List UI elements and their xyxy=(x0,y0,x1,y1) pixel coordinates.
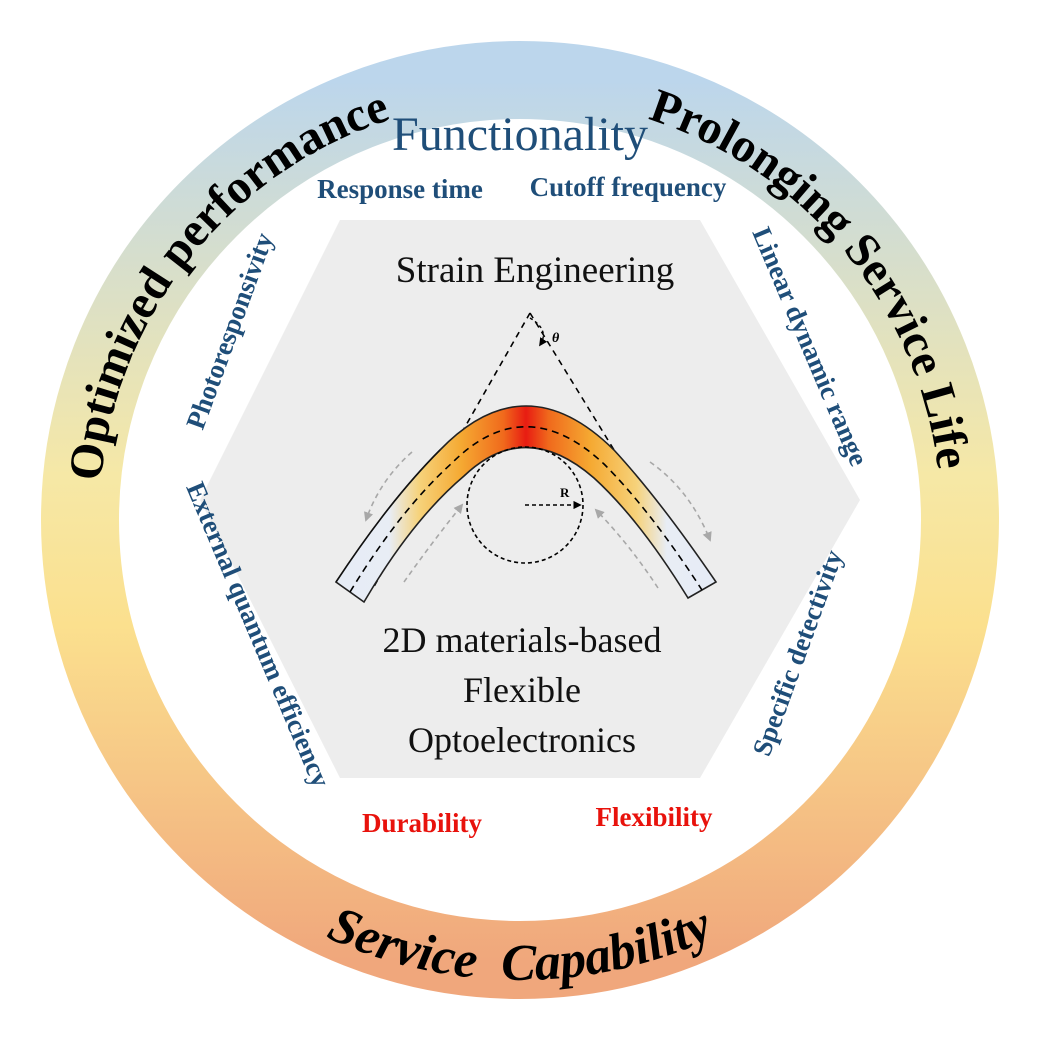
center-hexagon xyxy=(200,220,860,778)
bent-film-illustration: θ R xyxy=(334,312,718,604)
outer-ring xyxy=(41,41,999,999)
label-durability: Durability xyxy=(362,808,483,838)
radius-r-label: R xyxy=(560,485,570,500)
center-line-2: Flexible xyxy=(463,670,581,710)
center-line-1: 2D materials-based xyxy=(383,620,662,660)
label-cutoff-frequency: Cutoff frequency xyxy=(530,172,727,202)
label-flexibility: Flexibility xyxy=(596,802,713,832)
center-line-3: Optoelectronics xyxy=(408,720,636,760)
label-response-time: Response time xyxy=(317,174,483,204)
functionality-title: Functionality xyxy=(392,108,648,161)
strain-engineering-title: Strain Engineering xyxy=(396,250,674,291)
angle-theta-label: θ xyxy=(552,331,560,346)
